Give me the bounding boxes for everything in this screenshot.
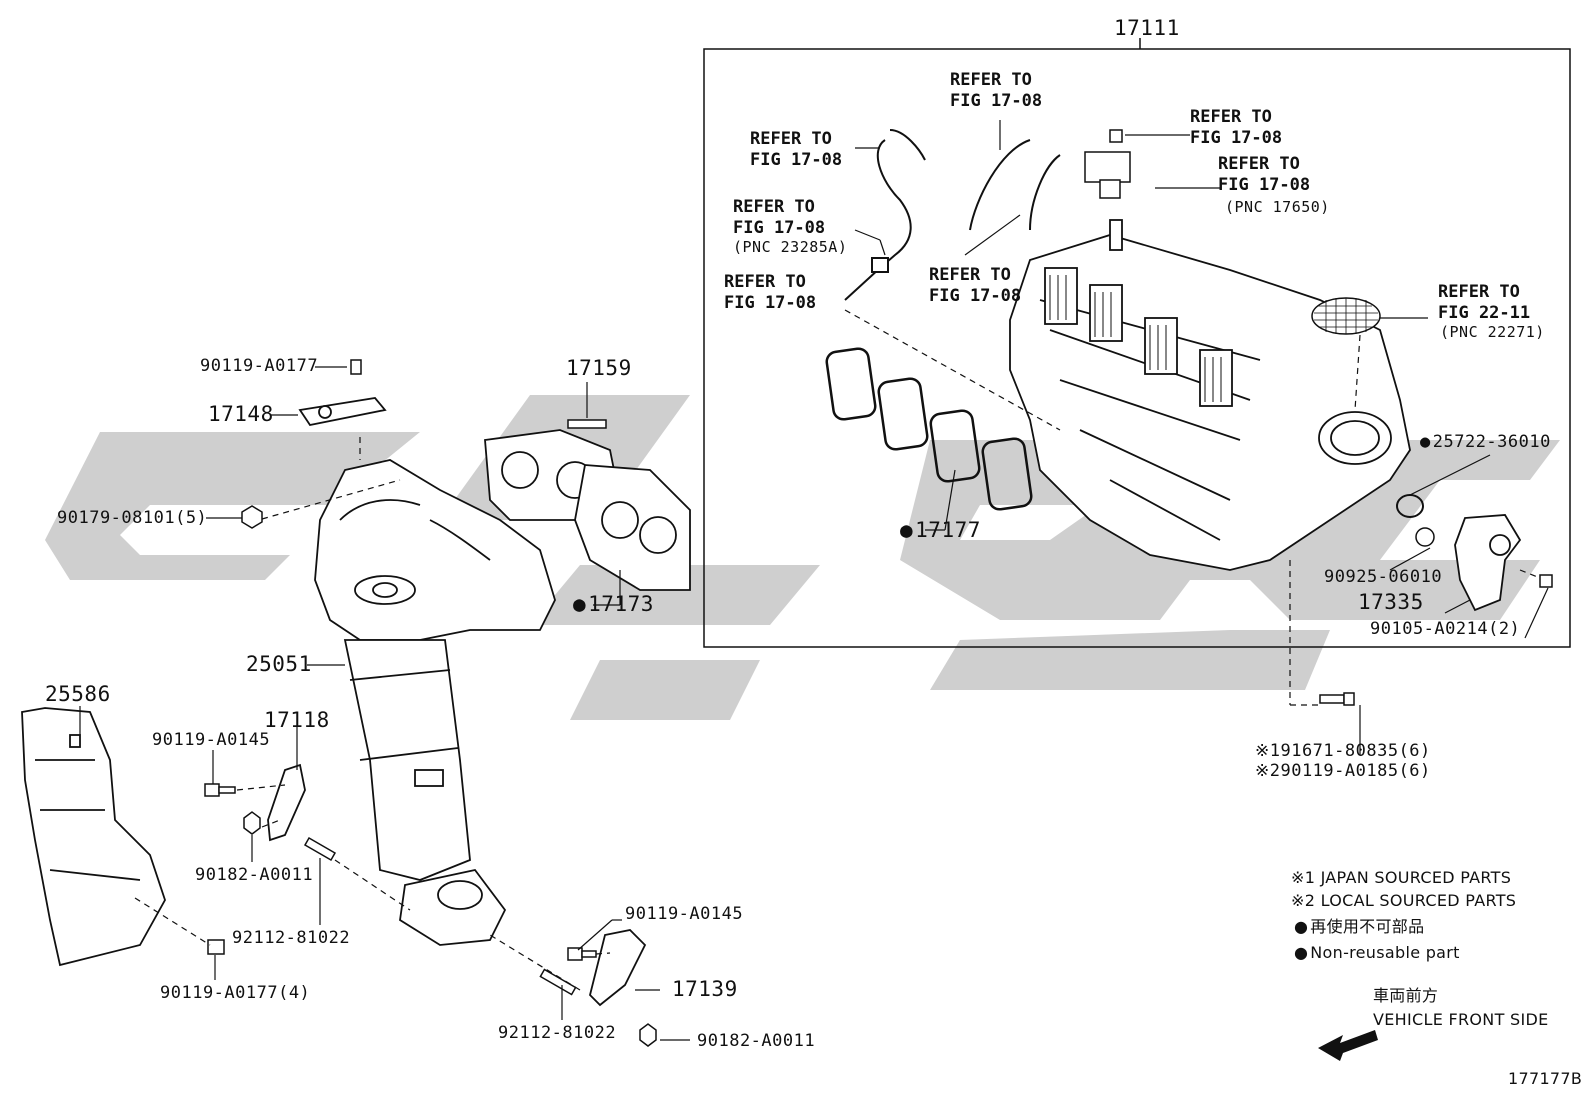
sensor-17335 (1454, 514, 1522, 612)
part-label-90925-06010[interactable]: 90925-06010 (1324, 567, 1443, 587)
part-label-17159[interactable]: 17159 (566, 356, 632, 380)
part-label-90182-a0011[interactable]: 90182-A0011 (195, 865, 314, 885)
vsv-bracket (1084, 151, 1131, 199)
legend-local-sourced: ※2 LOCAL SOURCED PARTS (1291, 891, 1517, 910)
part-label-25722-36010[interactable]: 25722-36010 (1420, 434, 1551, 451)
legend-non-reusable-jp: 再使用不可部品 (1294, 919, 1424, 935)
part-label-90182-a0011-b[interactable]: 90182-A0011 (697, 1031, 816, 1051)
diagram-id: 177177B (1508, 1069, 1583, 1088)
exhaust-manifold (314, 459, 556, 946)
pnc-note: (PNC 23285A) (733, 238, 848, 256)
part-label-17335[interactable]: 17335 (1358, 590, 1424, 614)
part-label-17173[interactable]: 17173 (573, 594, 654, 615)
part-label-90179-08101[interactable]: 90179-08101(5) (57, 508, 208, 528)
part-label-17139[interactable]: 17139 (672, 977, 738, 1001)
part-label-17177[interactable]: 17177 (900, 520, 981, 541)
pcv-hoses (844, 129, 1061, 301)
part-label-91671-80835[interactable]: ※191671-80835(6) (1255, 741, 1431, 761)
part-label-25051[interactable]: 25051 (246, 652, 312, 676)
part-label-17148[interactable]: 17148 (208, 402, 274, 426)
o-ring-90925 (1415, 527, 1435, 547)
part-label-90119-a0145[interactable]: 90119-A0145 (152, 730, 271, 750)
legend-non-reusable-en: Non-reusable part (1294, 945, 1460, 961)
front-arrow (1318, 1030, 1378, 1061)
fasteners (204, 129, 1553, 1047)
part-label-92112-81022-b[interactable]: 92112-81022 (498, 1023, 617, 1043)
intake-manifold (1009, 219, 1411, 571)
heat-insulator (21, 707, 166, 967)
part-label-90119-a0185[interactable]: ※290119-A0185(6) (1255, 761, 1431, 781)
pnc-note: (PNC 17650) (1225, 198, 1330, 216)
heat-shield-17148 (298, 397, 387, 427)
part-label-25586[interactable]: 25586 (45, 682, 111, 706)
direction-label-jp: 車両前方 (1373, 986, 1439, 1005)
leader-lines (79, 120, 1549, 1041)
part-label-90105-a0214[interactable]: 90105-A0214(2) (1370, 619, 1521, 639)
direction-label-en: VEHICLE FRONT SIDE (1373, 1010, 1549, 1029)
part-label-92112-81022[interactable]: 92112-81022 (232, 928, 351, 948)
exhaust-gaskets (484, 429, 691, 591)
watermark-logo (45, 395, 1560, 720)
part-label-90119-a0177-4[interactable]: 90119-A0177(4) (160, 983, 311, 1003)
part-label-90119-a0177[interactable]: 90119-A0177 (200, 356, 319, 376)
legend-japan-sourced: ※1 JAPAN SOURCED PARTS (1291, 868, 1512, 887)
dashed-lines (134, 309, 1541, 991)
intake-gaskets (825, 347, 1033, 511)
assembly-number[interactable]: 17111 (1114, 16, 1180, 40)
assembly-box (703, 48, 1571, 648)
part-label-90119-a0145-b[interactable]: 90119-A0145 (625, 904, 744, 924)
part-label-17118[interactable]: 17118 (264, 708, 330, 732)
pnc-note: (PNC 22271) (1440, 323, 1545, 341)
